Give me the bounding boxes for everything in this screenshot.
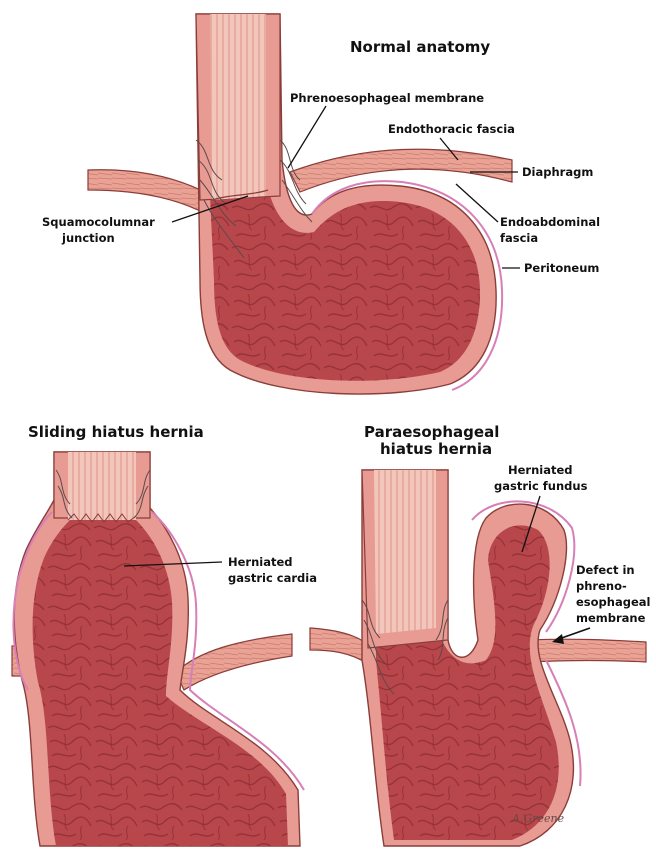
sliding-hernia-title: Sliding hiatus hernia	[28, 423, 204, 441]
herniated-cardia-label-1: Herniated	[228, 555, 293, 569]
endothoracic-fascia-label: Endothoracic fascia	[388, 122, 515, 136]
defect-label-2: phreno-	[576, 579, 627, 593]
peritoneum-label: Peritoneum	[524, 261, 599, 275]
phrenoesophageal-membrane-label: Phrenoesophageal membrane	[290, 91, 484, 105]
normal-anatomy-panel: Normal anatomy Phrenoesophageal membrane…	[42, 14, 600, 394]
paraesophageal-hernia-panel: Paraesophageal hiatus hernia Herniated g…	[310, 423, 650, 846]
stomach-rugae-normal	[210, 188, 480, 381]
herniated-fundus-label-2: gastric fundus	[494, 479, 588, 493]
esophagus-lumen-para	[374, 470, 436, 634]
diaphragm-label: Diaphragm	[522, 165, 593, 179]
herniated-cardia-label-2: gastric cardia	[228, 571, 317, 585]
squamocolumnar-label-1: Squamocolumnar	[42, 215, 155, 229]
sliding-hernia-panel: Sliding hiatus hernia Herniated gastric …	[12, 423, 317, 846]
paraesophageal-title-2: hiatus hernia	[380, 440, 492, 458]
esophagus-lumen-normal	[210, 14, 266, 200]
defect-label-3: esophageal	[576, 595, 650, 609]
phrenoesophageal-leader	[288, 106, 326, 168]
diaphragm-right-para	[528, 639, 646, 662]
paraesophageal-title-1: Paraesophageal	[364, 423, 499, 441]
endoabdominal-label-1: Endoabdominal	[500, 215, 600, 229]
esophagus-lumen-sliding	[68, 452, 136, 520]
defect-label-1: Defect in	[576, 563, 635, 577]
artist-signature: A.Greene	[511, 812, 565, 825]
herniated-fundus-label-1: Herniated	[508, 463, 573, 477]
defect-label-4: membrane	[576, 611, 646, 625]
squamocolumnar-label-2: junction	[61, 231, 115, 245]
endoabdominal-label-2: fascia	[500, 231, 538, 245]
diaphragm-left-normal	[88, 170, 212, 214]
normal-anatomy-title: Normal anatomy	[350, 38, 490, 56]
